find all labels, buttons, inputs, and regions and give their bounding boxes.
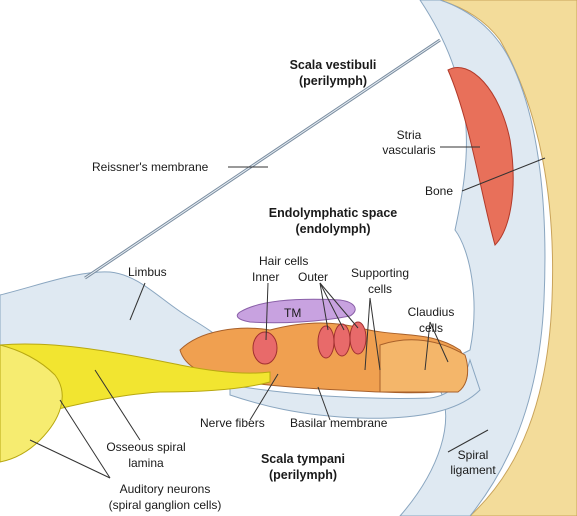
label-auditory-neurons: Auditory neurons xyxy=(90,482,240,496)
label-claudius-2: cells xyxy=(398,321,464,335)
label-spiral-ganglion: (spiral ganglion cells) xyxy=(90,498,240,512)
label-hair-cells: Hair cells xyxy=(259,254,308,268)
label-perilymph-top: (perilymph) xyxy=(278,74,388,88)
label-stria-1: Stria xyxy=(378,128,440,142)
label-supporting-2: cells xyxy=(340,282,420,296)
label-supporting-1: Supporting xyxy=(340,266,420,280)
outer-hair-cell-2 xyxy=(334,324,350,356)
label-tectorial-membrane: TM xyxy=(284,306,301,320)
inner-hair-cell xyxy=(253,332,277,364)
label-bone: Bone xyxy=(425,184,453,198)
label-osseous-2: lamina xyxy=(96,456,196,470)
label-basilar-membrane: Basilar membrane xyxy=(290,416,387,430)
label-nerve-fibers: Nerve fibers xyxy=(200,416,265,430)
label-endolymphatic-space: Endolymphatic space xyxy=(258,206,408,220)
label-limbus: Limbus xyxy=(128,265,167,279)
label-claudius-1: Claudius xyxy=(398,305,464,319)
label-scala-vestibuli: Scala vestibuli xyxy=(278,58,388,72)
label-stria-2: vascularis xyxy=(378,143,440,157)
label-perilymph-bottom: (perilymph) xyxy=(248,468,358,482)
label-endolymph: (endolymph) xyxy=(258,222,408,236)
label-spiral-ligament-2: ligament xyxy=(440,463,506,477)
label-osseous-1: Osseous spiral xyxy=(96,440,196,454)
outer-hair-cell-3 xyxy=(350,322,366,354)
outer-hair-cell-1 xyxy=(318,326,334,358)
label-outer: Outer xyxy=(298,270,328,284)
label-inner: Inner xyxy=(252,270,279,284)
label-reissners-membrane: Reissner's membrane xyxy=(92,160,208,174)
label-scala-tympani: Scala tympani xyxy=(248,452,358,466)
label-spiral-ligament-1: Spiral xyxy=(440,448,506,462)
